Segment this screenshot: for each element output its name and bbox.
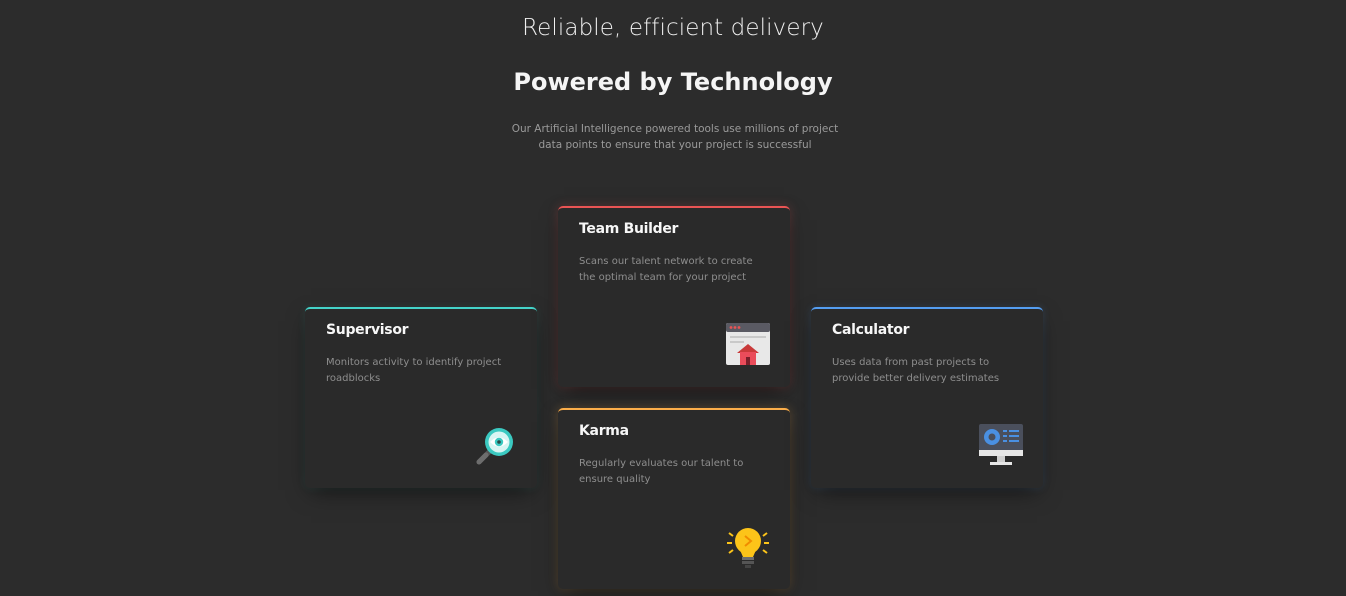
card-description: Monitors activity to identify project ro…	[326, 357, 502, 384]
card-description: Regularly evaluates our talent to ensure…	[579, 458, 744, 485]
monitor-dashboard-icon	[979, 424, 1023, 468]
card-description: Scans our talent network to create the o…	[579, 256, 753, 283]
card-description: Uses data from past projects to provide …	[832, 357, 1000, 384]
card-title: Calculator	[832, 322, 910, 338]
lightbulb-icon	[726, 525, 770, 569]
card-karma: Karma Regularly evaluates our talent to …	[558, 408, 790, 589]
card-title: Team Builder	[579, 221, 679, 237]
browser-house-icon	[726, 323, 770, 367]
card-calculator: Calculator Uses data from past projects …	[811, 307, 1043, 488]
card-title: Karma	[579, 423, 629, 439]
section-intro: Our Artificial Intelligence powered tool…	[511, 123, 839, 151]
card-supervisor: Supervisor Monitors activity to identify…	[305, 307, 537, 488]
section-eyebrow: Reliable, efficient delivery	[522, 15, 824, 41]
magnifier-eye-icon	[473, 424, 517, 468]
section-heading: Powered by Technology	[513, 68, 833, 96]
card-team-builder: Team Builder Scans our talent network to…	[558, 206, 790, 387]
card-title: Supervisor	[326, 322, 409, 338]
